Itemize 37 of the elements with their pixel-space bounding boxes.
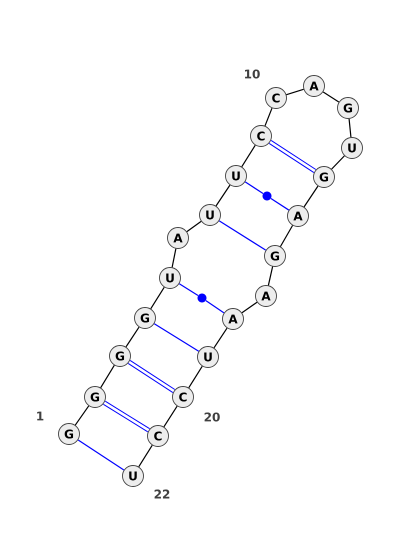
backbone-line: [322, 91, 340, 103]
backbone-line: [172, 248, 176, 268]
base-pair-line: [128, 360, 176, 393]
base-pair-line: [103, 400, 150, 432]
base-pair-line: [244, 181, 264, 194]
backbone-line: [331, 155, 345, 170]
backbone-line: [242, 302, 258, 314]
backbone-line: [241, 144, 256, 168]
backbone-line: [264, 108, 273, 126]
backbone-line: [163, 406, 178, 428]
backbone-line: [188, 366, 203, 388]
base-pair-line: [206, 300, 224, 314]
backbone-line: [126, 326, 140, 348]
pair-dot: [262, 192, 272, 200]
position-number: 22: [154, 490, 170, 498]
base-pair-line: [270, 198, 290, 211]
base-pair-line: [78, 440, 124, 470]
backbone-line: [348, 118, 352, 138]
base-pair-line: [268, 140, 316, 173]
backbone-line: [186, 220, 202, 232]
backbone-line: [138, 444, 153, 468]
backbone-line: [100, 365, 115, 388]
backbone-line: [74, 406, 90, 426]
backbone-line: [214, 328, 228, 348]
backbone-line: [286, 88, 304, 96]
backbone-line: [280, 225, 294, 247]
backbone-line: [268, 266, 274, 286]
backbone-line: [150, 286, 165, 310]
base-pair-line: [218, 220, 266, 251]
base-pair-line: [154, 323, 199, 352]
backbone-line: [304, 186, 318, 208]
base-pair-line: [178, 283, 198, 296]
backbone-line: [216, 184, 230, 206]
pair-dot: [198, 294, 206, 302]
position-number: 1: [37, 412, 44, 420]
position-number: 10: [245, 69, 260, 79]
position-number: 20: [204, 412, 220, 422]
